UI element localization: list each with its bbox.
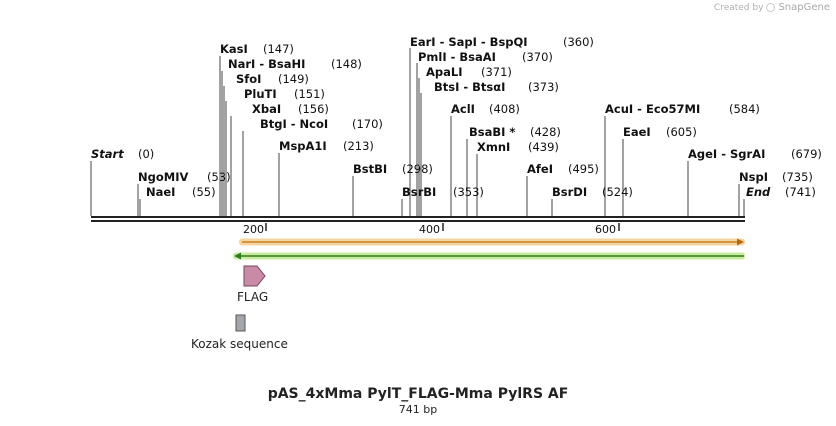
feature-label-flag: FLAG [237, 290, 269, 304]
site-pos-pluti: (151) [294, 87, 325, 101]
site-name-end: End [746, 185, 771, 199]
site-pos-btgi: (170) [352, 117, 383, 131]
site-pos-kasi: (147) [263, 42, 294, 56]
site-pos-afei: (495) [568, 162, 599, 176]
site-pos-bstbi: (298) [402, 162, 433, 176]
site-labels: Start (0) NgoMIV (53) NaeI (55) KasI (14… [91, 35, 822, 199]
site-pos-xmni: (439) [528, 140, 559, 154]
site-pos-nspi: (735) [782, 170, 813, 184]
site-pos-eaei: (605) [666, 125, 697, 139]
site-pos-apali: (371) [481, 65, 512, 79]
site-pos-bsabi: (428) [530, 125, 561, 139]
ruler-tick-400: 400 [419, 223, 440, 236]
site-name-nari: NarI - BsaHI [228, 57, 305, 71]
site-name-ngomiv: NgoMIV [138, 170, 188, 184]
site-name-pluti: PluTI [244, 87, 277, 101]
site-name-pmli: PmlI - BsaAI [418, 50, 496, 64]
site-pos-acli: (408) [489, 102, 520, 116]
credit-prefix: Created by [713, 2, 764, 13]
ruler: 200 400 600 [243, 223, 620, 236]
site-pos-ngomiv: (53) [207, 170, 231, 184]
site-name-nspi: NspI [739, 170, 768, 184]
site-name-sfoi: SfoI [236, 72, 261, 86]
site-name-btgi: BtgI - NcoI [260, 117, 328, 131]
site-pos-pmli: (370) [522, 50, 553, 64]
site-name-kasi: KasI [220, 42, 248, 56]
site-pos-btsi: (373) [528, 80, 559, 94]
site-pos-xbai: (156) [298, 102, 329, 116]
site-name-afei: AfeI [527, 162, 553, 176]
snapgene-credit: Created by SnapGene [714, 2, 830, 13]
site-pos-bsrbi: (353) [453, 185, 484, 199]
site-pos-end: (741) [785, 185, 816, 199]
site-pos-start: (0) [138, 147, 154, 161]
site-pos-eari: (360) [563, 35, 594, 49]
orf-reverse-arrow [233, 252, 745, 260]
site-name-naei: NaeI [146, 185, 175, 199]
orf-forward-arrow [239, 238, 745, 246]
site-pos-bsrdi: (524) [602, 185, 633, 199]
flag-feature-arrow [243, 265, 266, 287]
snapgene-logo-icon [766, 3, 776, 12]
site-pos-mspa1i: (213) [343, 139, 374, 153]
map-length: 741 bp [398, 403, 438, 416]
site-name-acui: AcuI - Eco57MI [605, 102, 700, 116]
site-name-xmni: XmnI [477, 140, 510, 154]
site-pos-nari: (148) [331, 57, 362, 71]
site-name-apali: ApaLI [426, 65, 463, 79]
feature-label-kozak: Kozak sequence [191, 337, 288, 351]
site-name-bstbi: BstBI [353, 162, 387, 176]
credit-brand: SnapGene [778, 2, 830, 13]
site-pos-naei: (55) [192, 185, 216, 199]
site-pos-agei: (679) [791, 147, 822, 161]
site-name-start: Start [91, 147, 124, 161]
kozak-feature-box [235, 314, 246, 332]
site-name-acli: AclI [451, 102, 475, 116]
site-name-eaei: EaeI [623, 125, 651, 139]
site-name-xbai: XbaI [252, 102, 281, 116]
map-title: pAS_4xMma PylT_FLAG-Mma PylRS AF [267, 386, 569, 402]
ruler-tick-200: 200 [243, 223, 264, 236]
site-name-btsi: BtsI - BtsαI [434, 80, 505, 94]
ruler-tick-600: 600 [595, 223, 616, 236]
site-name-bsabi: BsaBI * [469, 125, 515, 139]
site-lines [90, 48, 745, 216]
site-name-mspa1i: MspA1I [279, 139, 327, 153]
site-name-bsrdi: BsrDI [552, 185, 587, 199]
site-pos-acui: (584) [729, 102, 760, 116]
site-pos-sfoi: (149) [278, 72, 309, 86]
site-name-bsrbi: BsrBI [402, 185, 436, 199]
site-name-agei: AgeI - SgrAI [688, 147, 765, 161]
dna-backbone [91, 216, 745, 222]
site-name-eari: EarI - SapI - BspQI [410, 35, 528, 49]
